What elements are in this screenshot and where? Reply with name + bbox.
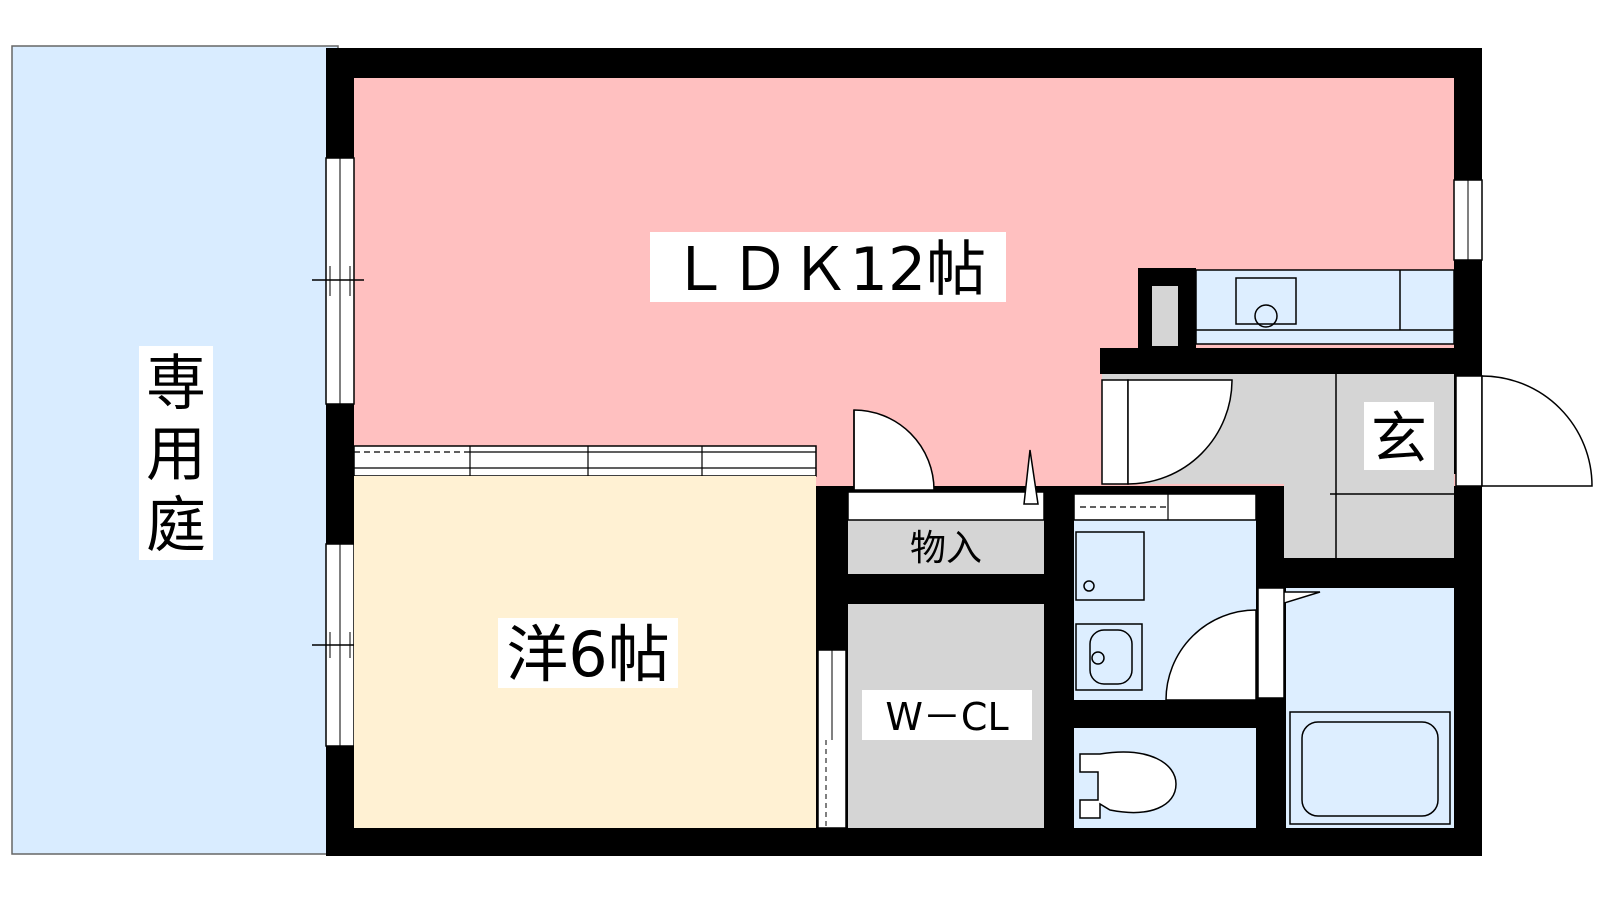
ldk-right-window <box>1453 179 1483 261</box>
kitchen-counter <box>1195 269 1455 345</box>
wcl-door <box>817 649 847 829</box>
storage-label: 物入 <box>910 528 982 569</box>
wash-basin <box>1075 623 1143 691</box>
fridge-space <box>1152 286 1178 346</box>
ldk-label-group: ＬＤＫ12帖 <box>650 232 1006 305</box>
western-garden-window <box>312 543 364 747</box>
ldk-label: ＬＤＫ12帖 <box>670 235 986 305</box>
wcl-label-bg <box>862 690 1032 740</box>
sliding-doors <box>353 445 817 477</box>
storage-room: 物入 <box>847 491 1045 574</box>
washing-machine <box>1075 531 1145 601</box>
toilet-room <box>1074 728 1256 828</box>
entrance-floor-lower <box>1284 484 1454 558</box>
entrance-label-bg <box>1364 402 1434 470</box>
ldk-label-bg <box>650 232 1006 302</box>
toilet-icon <box>1079 751 1177 819</box>
garden-label-bg <box>139 346 213 560</box>
ldk-garden-window <box>312 157 364 405</box>
sink <box>1235 277 1297 325</box>
storage-door <box>853 409 1039 505</box>
garden-label-char-1: 専 <box>146 349 206 419</box>
walk-in-closet: W－CL <box>848 604 1044 828</box>
hall-door <box>1101 379 1233 485</box>
wcl-label: W－CL <box>885 695 1008 739</box>
entrance-label: 玄 <box>1371 407 1427 472</box>
kitchen <box>1138 268 1455 350</box>
western-room: 洋6帖 <box>354 476 816 828</box>
garden-label-char-3: 庭 <box>146 491 206 561</box>
bathroom <box>1257 587 1454 828</box>
storage-floor <box>848 520 1044 574</box>
wet-area <box>1073 493 1257 701</box>
sink-drain <box>1254 304 1278 328</box>
bathtub <box>1289 711 1451 825</box>
garden: 専 用 庭 <box>11 45 339 855</box>
washroom-door <box>1165 609 1257 701</box>
western-room-label-bg <box>498 618 678 688</box>
western-room-label: 洋6帖 <box>506 618 669 691</box>
garden-label-char-2: 用 <box>146 420 206 490</box>
front-door <box>1455 375 1593 487</box>
